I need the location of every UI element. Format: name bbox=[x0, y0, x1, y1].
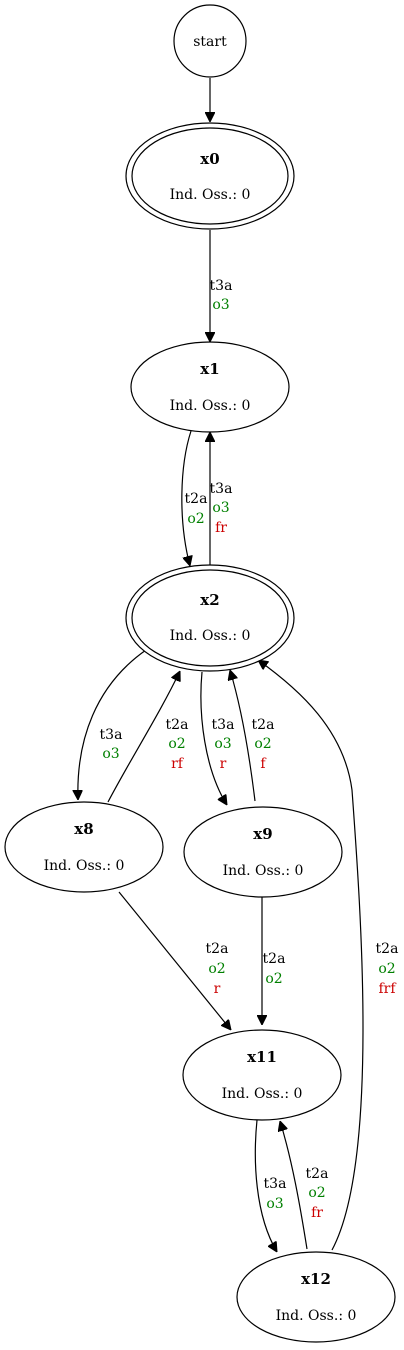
label-x2-x8-obs: o3 bbox=[102, 746, 119, 762]
label-x2-x1-fault: fr bbox=[215, 520, 227, 536]
label-x12-x11-event: t2a bbox=[306, 1166, 329, 1182]
edge-labels: t3a o3 t2a o2 t3a o3 fr t3a o3 t2a o2 rf… bbox=[100, 278, 399, 1221]
edge-x2-x8 bbox=[78, 649, 147, 800]
edge-x1-x2 bbox=[181, 430, 191, 566]
node-x2-sub: Ind. Oss.: 0 bbox=[170, 628, 251, 644]
node-x8-sub: Ind. Oss.: 0 bbox=[44, 858, 125, 874]
label-x12-x2-fault: frf bbox=[378, 981, 397, 997]
edge-x2-x9 bbox=[200, 671, 227, 805]
label-x9-x2-obs: o2 bbox=[254, 736, 271, 752]
node-x12: x12 Ind. Oss.: 0 bbox=[236, 1251, 396, 1343]
edge-x11-x12 bbox=[254, 1119, 277, 1252]
node-x9-title: x9 bbox=[253, 825, 272, 843]
node-x12-sub: Ind. Oss.: 0 bbox=[276, 1308, 357, 1324]
label-x9-x11-event: t2a bbox=[263, 951, 286, 967]
label-x12-x11-fault: fr bbox=[311, 1205, 323, 1221]
node-x1: x1 Ind. Oss.: 0 bbox=[130, 341, 290, 433]
node-start-label: start bbox=[193, 34, 227, 50]
node-x1-title: x1 bbox=[200, 360, 219, 378]
node-x11-title: x11 bbox=[247, 1048, 277, 1066]
label-x11-x12-event: t3a bbox=[264, 1176, 287, 1192]
label-x11-x12-obs: o3 bbox=[266, 1196, 283, 1212]
label-x8-x11-event: t2a bbox=[206, 941, 229, 957]
node-x2-title: x2 bbox=[200, 591, 219, 609]
label-x8-x2-fault: rf bbox=[171, 756, 185, 772]
node-x0-sub: Ind. Oss.: 0 bbox=[170, 187, 251, 203]
edge-x12-x11 bbox=[280, 1121, 308, 1250]
label-x8-x2-event: t2a bbox=[166, 717, 189, 733]
label-x2-x9-fault: r bbox=[220, 756, 227, 772]
label-x2-x8-event: t3a bbox=[100, 727, 123, 743]
label-x1-x2-obs: o2 bbox=[187, 511, 204, 527]
edge-x9-x2 bbox=[230, 670, 256, 802]
node-x1-sub: Ind. Oss.: 0 bbox=[170, 398, 251, 414]
node-x0: x0 Ind. Oss.: 0 bbox=[125, 122, 295, 230]
label-x12-x11-obs: o2 bbox=[308, 1185, 325, 1201]
node-x2: x2 Ind. Oss.: 0 bbox=[125, 564, 295, 672]
edges bbox=[78, 78, 364, 1252]
label-x9-x2-fault: f bbox=[260, 756, 267, 772]
label-x9-x2-event: t2a bbox=[252, 717, 275, 733]
label-x8-x11-fault: r bbox=[214, 981, 221, 997]
label-x12-x2-obs: o2 bbox=[378, 961, 395, 977]
node-x9-sub: Ind. Oss.: 0 bbox=[223, 863, 304, 879]
label-x8-x11-obs: o2 bbox=[208, 961, 225, 977]
label-x2-x9-obs: o3 bbox=[214, 736, 231, 752]
label-x12-x2-event: t2a bbox=[376, 941, 399, 957]
label-x9-x11-obs: o2 bbox=[265, 971, 282, 987]
label-x0-x1-obs: o3 bbox=[212, 297, 229, 313]
node-x9: x9 Ind. Oss.: 0 bbox=[183, 806, 343, 898]
node-x11: x11 Ind. Oss.: 0 bbox=[182, 1029, 342, 1121]
edge-x12-x2 bbox=[258, 660, 364, 1251]
label-x8-x2-obs: o2 bbox=[168, 736, 185, 752]
label-x2-x1-event: t3a bbox=[210, 481, 233, 497]
edge-x8-x11 bbox=[118, 891, 231, 1030]
node-x11-sub: Ind. Oss.: 0 bbox=[222, 1086, 303, 1102]
node-x8: x8 Ind. Oss.: 0 bbox=[4, 801, 164, 893]
label-x2-x9-event: t3a bbox=[212, 717, 235, 733]
label-x0-x1-event: t3a bbox=[210, 278, 233, 294]
label-x2-x1-obs: o3 bbox=[212, 500, 229, 516]
node-x0-title: x0 bbox=[200, 150, 219, 168]
label-x1-x2-event: t2a bbox=[185, 491, 208, 507]
node-x8-title: x8 bbox=[74, 820, 93, 838]
node-x12-title: x12 bbox=[301, 1270, 331, 1288]
node-start: start bbox=[173, 4, 247, 78]
edge-x8-x2 bbox=[107, 671, 180, 803]
